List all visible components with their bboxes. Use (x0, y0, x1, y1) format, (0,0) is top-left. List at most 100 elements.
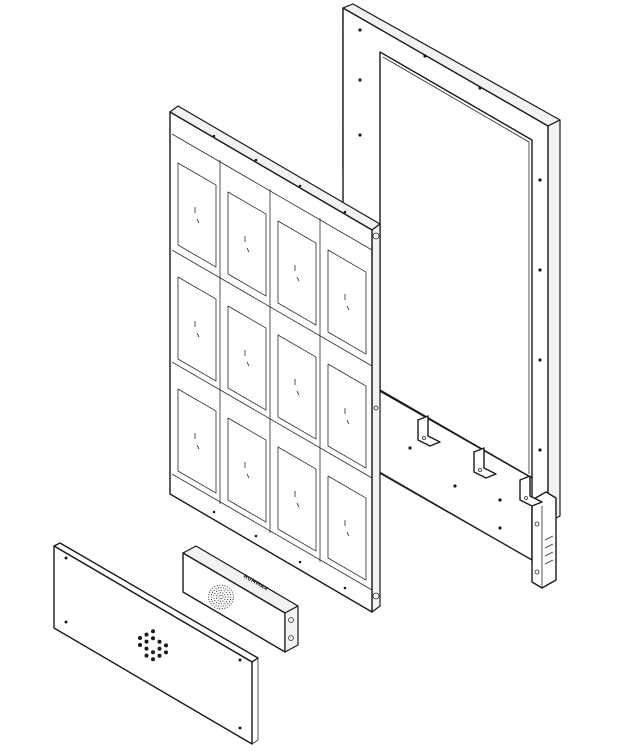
led-cabinet-band (171, 133, 373, 251)
module-latch-icon (194, 207, 200, 224)
grille-dot (230, 603, 232, 605)
grille-dot (229, 598, 232, 600)
perforation-hole (164, 643, 168, 648)
grille-dot (232, 596, 234, 598)
grille-dot (219, 592, 221, 594)
led-module (277, 446, 317, 552)
grille-dot (216, 607, 218, 609)
grille-dot (219, 598, 221, 600)
grille-dot (210, 603, 212, 605)
leg-bolt (534, 569, 540, 575)
grille-dot (212, 605, 214, 607)
speaker-connector (288, 617, 294, 623)
panel-hole (64, 556, 68, 560)
grille-dot (223, 602, 225, 604)
grille-dot (211, 591, 214, 593)
grille-dot (224, 585, 226, 587)
grille-dot (222, 592, 224, 594)
speaker-module: HUMMAX (182, 545, 299, 653)
grille-dot (230, 596, 232, 598)
grille-dot (225, 591, 227, 593)
grille-dot (227, 596, 229, 598)
grille-dot (214, 586, 216, 588)
grille-dot (225, 601, 227, 603)
grille-dot (225, 596, 227, 598)
perforation-hole (144, 653, 149, 658)
grille-dot (219, 594, 221, 596)
mounting-tab (473, 447, 497, 479)
leg-bolt (534, 521, 540, 527)
mounting-tab (519, 475, 543, 507)
grille-dot (225, 604, 227, 606)
leg-slot (544, 559, 554, 565)
grille-dot (214, 600, 216, 602)
grille-dot (215, 604, 217, 606)
grille-dot (227, 593, 229, 596)
perforation-hole (138, 643, 142, 647)
perforation-hole (144, 632, 149, 637)
perforation-hole (144, 646, 149, 651)
grille-dot (214, 606, 216, 608)
speaker-end (284, 605, 299, 653)
grille-dot (209, 591, 211, 593)
grille-dot (216, 595, 218, 597)
grille-dot (232, 594, 234, 596)
grille-dot (218, 589, 220, 591)
grille-dot (222, 605, 225, 607)
grille-dot (231, 591, 233, 593)
perforation-hole (151, 629, 155, 634)
module-latch-icon (344, 408, 350, 425)
grille-dot (217, 605, 220, 607)
led-module (277, 220, 317, 326)
leg-slot (544, 543, 554, 549)
grille-dot (227, 598, 229, 601)
mounting-tab (417, 415, 441, 447)
grille-dot (221, 594, 223, 596)
perforation-hole (151, 657, 155, 662)
module-latch-icon (244, 350, 250, 367)
grille-dot (215, 588, 217, 590)
led-cabinet-face (169, 111, 373, 613)
grille-dot (217, 587, 220, 589)
grille-dot (221, 603, 223, 605)
grille-dot (229, 594, 232, 596)
grille-dot (224, 594, 226, 596)
perforation-hole (151, 650, 155, 655)
leg-slot (544, 551, 554, 557)
led-module (227, 305, 267, 411)
grille-dot (222, 596, 224, 598)
led-modules (177, 162, 367, 581)
grille-dot (231, 601, 233, 603)
grille-dot (217, 593, 219, 595)
grille-dot (225, 588, 227, 590)
grille-dot (219, 584, 221, 586)
speaker-connector (288, 635, 294, 641)
grille-dot (213, 603, 215, 605)
panel-hole (64, 620, 68, 624)
grille-dot (226, 606, 228, 608)
grille-dot (210, 594, 213, 596)
rear-frame-window-lip (382, 56, 530, 474)
led-module (177, 388, 217, 494)
grille-dot (218, 603, 220, 605)
led-module-grid (171, 160, 373, 562)
grille-dot (221, 584, 223, 586)
led-cabinet-right-side (371, 223, 381, 613)
perforation-hole (157, 646, 162, 651)
led-module (227, 191, 267, 297)
led-module (177, 276, 217, 382)
rear-frame-leg (531, 491, 557, 589)
panel-hole (238, 658, 242, 662)
grille-dot (222, 587, 225, 589)
grille-dot (216, 601, 218, 604)
front-panel-perforation (138, 629, 168, 662)
panel-hole (238, 726, 242, 730)
grille-dot (220, 587, 222, 589)
module-latch-icon (194, 433, 200, 450)
perforation-hole (157, 639, 162, 644)
front-panel (53, 542, 259, 745)
grille-dot (214, 592, 216, 594)
module-latch-icon (294, 265, 300, 282)
